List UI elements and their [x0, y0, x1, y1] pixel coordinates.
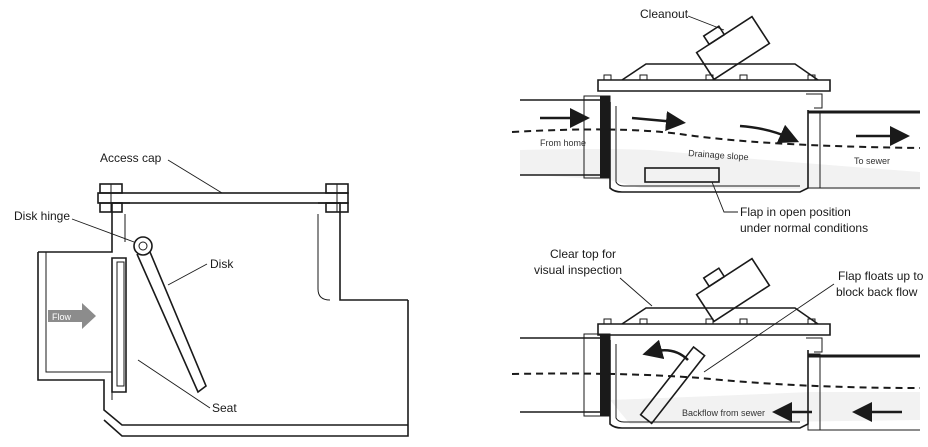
bottom-right-backflow: Clear top for visual inspection Flap flo… — [511, 247, 924, 431]
left-cross-section: Flow Access cap Disk hinge Disk Seat — [14, 151, 409, 437]
to-sewer-label: To sewer — [854, 156, 890, 166]
flap-open-label-1: Flap in open position — [740, 205, 851, 219]
access-cap-label: Access cap — [100, 151, 162, 165]
flap-floating — [639, 345, 706, 425]
clear-top-label-1: Clear top for — [550, 247, 616, 261]
cleanout-cap — [695, 15, 771, 81]
from-home-label: From home — [540, 138, 586, 148]
cleanout-label: Cleanout — [640, 7, 689, 21]
backflow-label: Backflow from sewer — [682, 408, 765, 418]
top-right-normal-flow: Cleanout From home Drainage slope To sew… — [511, 7, 921, 235]
disk-hinge-circle — [133, 236, 153, 256]
clear-top-label-2: visual inspection — [534, 263, 622, 277]
flap-floats-label-2: block back flow — [836, 285, 918, 299]
disk-shape — [136, 251, 207, 394]
flap-floats-label-1: Flap floats up to — [838, 269, 924, 283]
flap-open-label-2: under normal conditions — [740, 221, 868, 235]
seat-label: Seat — [212, 401, 237, 415]
bolt-left — [99, 183, 123, 213]
drainage-slope-label: Drainage slope — [688, 148, 749, 162]
flow-label: Flow — [52, 312, 72, 322]
disk-label: Disk — [210, 257, 234, 271]
cleanout-cap-bottom — [695, 257, 771, 323]
flap-open — [644, 167, 720, 183]
bolt-right — [325, 183, 349, 213]
flow-arrow — [48, 303, 96, 329]
disk-hinge-label: Disk hinge — [14, 209, 70, 223]
